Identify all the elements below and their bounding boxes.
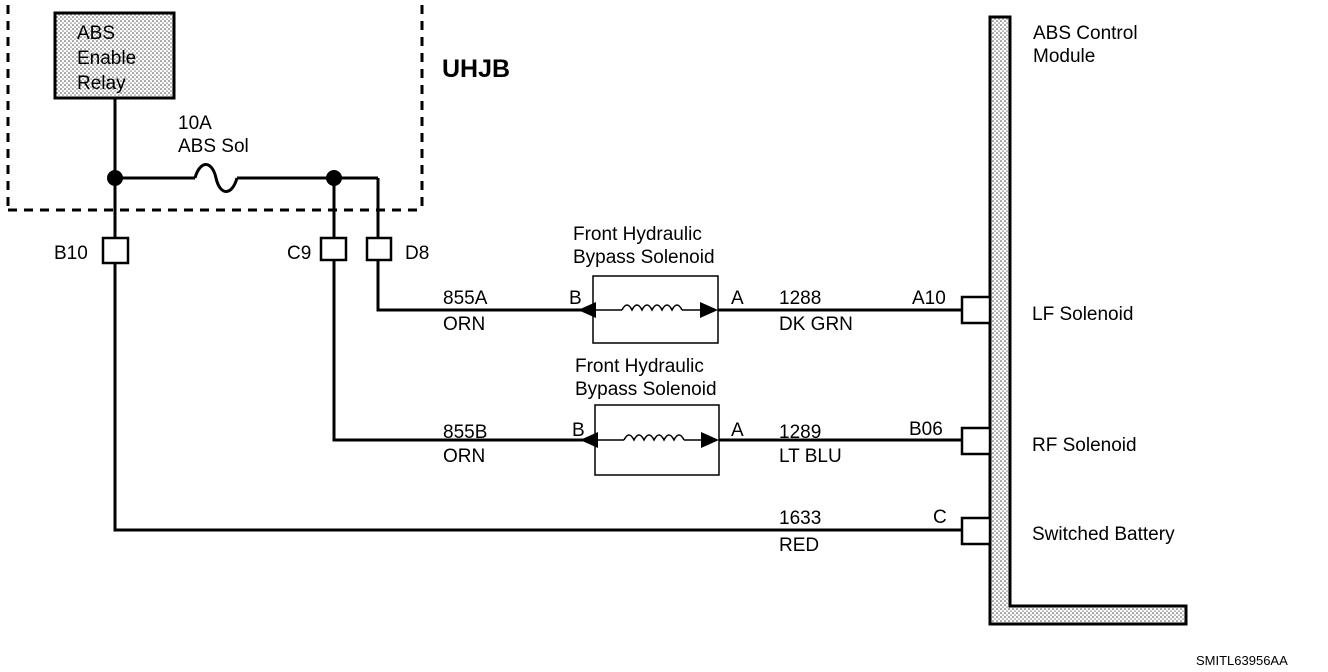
wire-1633	[113, 263, 962, 532]
wire-1289-color: LT BLU	[779, 446, 842, 467]
connector-d8-label: D8	[405, 243, 429, 264]
fuse-symbol	[193, 163, 239, 193]
connector-d8	[365, 236, 393, 262]
solenoid-upper-pin-b-arrow	[578, 302, 596, 318]
wire-855a-color: ORN	[443, 314, 485, 335]
wire-855b	[332, 260, 592, 442]
solenoid-lower-pin-b: B	[572, 420, 585, 441]
solenoid-lower-line-2: Bypass Solenoid	[575, 379, 717, 400]
solenoid-upper-coil	[621, 304, 683, 312]
relay-line-3: Relay	[77, 73, 126, 94]
abs-enable-relay: ABS Enable Relay	[53, 11, 176, 100]
wire-1288-circuit: 1288	[779, 288, 821, 309]
module-pin-a10	[960, 295, 992, 325]
wire-1289-circuit: 1289	[779, 422, 821, 443]
front-hydraulic-bypass-solenoid-lower: Front Hydraulic Bypass Solenoid B A	[572, 356, 744, 476]
fuse-rating: 10A	[178, 113, 212, 134]
uhjb-boundary	[6, 5, 424, 212]
module-line-2: Module	[1033, 46, 1095, 67]
splice-left	[107, 170, 123, 186]
module-pin-c-label: C	[933, 507, 947, 528]
front-hydraulic-bypass-solenoid-upper: Front Hydraulic Bypass Solenoid B A	[569, 224, 744, 344]
wire-855a-circuit: 855A	[443, 288, 488, 309]
solenoid-lower-coil	[623, 434, 685, 442]
figure-id: SMITL63956AA	[1196, 653, 1288, 668]
solenoid-upper-line-2: Bypass Solenoid	[573, 247, 715, 268]
switched-battery-label: Switched Battery	[1032, 524, 1175, 545]
wire-1288-color: DK GRN	[779, 314, 853, 335]
solenoid-upper-pin-b: B	[569, 288, 582, 309]
solenoid-lower-pin-a-arrow	[701, 432, 719, 448]
solenoid-lower-pin-b-arrow	[580, 432, 598, 448]
rf-solenoid-label: RF Solenoid	[1032, 435, 1137, 456]
connector-b10	[101, 236, 130, 265]
connector-c9	[319, 236, 348, 262]
module-pin-c	[960, 516, 992, 546]
module-line-1: ABS Control	[1033, 23, 1138, 44]
abs-control-module: ABS Control Module	[988, 15, 1188, 626]
connector-c9-label: C9	[287, 243, 311, 264]
relay-line-1: ABS	[77, 23, 115, 44]
wire-1633-circuit: 1633	[779, 508, 821, 529]
relay-line-2: Enable	[77, 48, 136, 69]
splice-right	[326, 170, 342, 186]
solenoid-upper-pin-a: A	[731, 288, 744, 309]
wire-855a	[376, 260, 592, 312]
solenoid-upper-pin-a-arrow	[700, 302, 718, 318]
connector-b10-label: B10	[54, 243, 88, 264]
fuse-name: ABS Sol	[178, 136, 249, 157]
solenoid-lower-line-1: Front Hydraulic	[575, 356, 704, 377]
solenoid-upper-line-1: Front Hydraulic	[573, 224, 702, 245]
wire-1633-color: RED	[779, 535, 819, 556]
module-pin-b06	[960, 426, 992, 456]
module-pin-a10-label: A10	[912, 288, 946, 309]
wire-855b-circuit: 855B	[443, 422, 487, 443]
module-pin-b06-label: B06	[909, 419, 943, 440]
wire-855b-color: ORN	[443, 446, 485, 467]
uhjb-label: UHJB	[442, 55, 510, 83]
solenoid-lower-pin-a: A	[731, 420, 744, 441]
lf-solenoid-label: LF Solenoid	[1032, 304, 1133, 325]
